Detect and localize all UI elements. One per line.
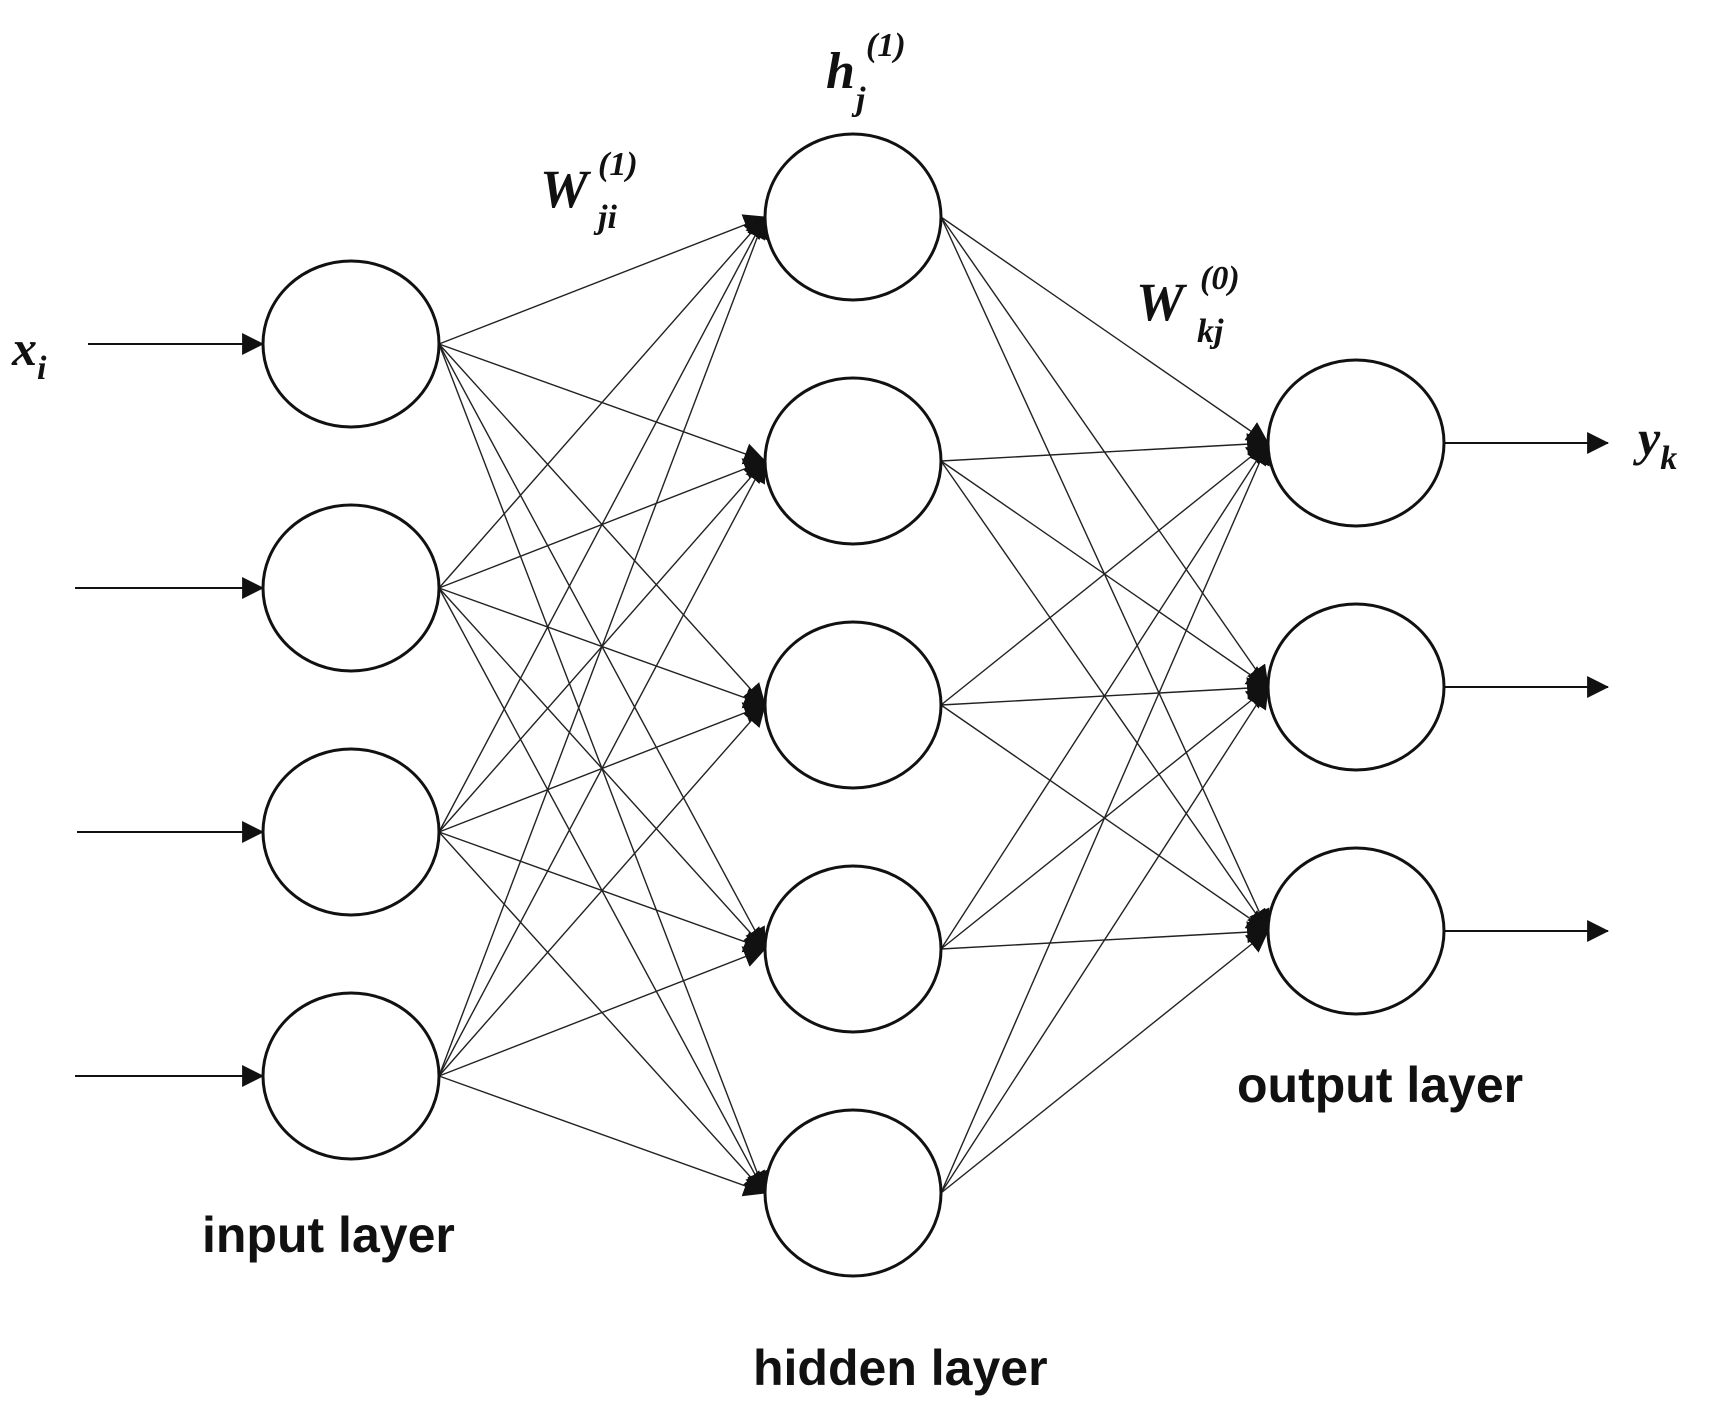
input-node-2 [261,503,441,673]
input-hidden-edge-2-1 [438,216,766,589]
hidden-output-edge-5-2 [940,686,1269,1194]
io-arrows [75,333,1610,1087]
hidden-output-edge-2-1 [940,433,1270,462]
nodes [261,132,1446,1278]
hidden-output-edge-5-1 [940,441,1270,1194]
input-node-4 [261,991,441,1161]
input-hidden-weight-superscript: (1) [598,146,638,183]
hidden-node-3 [763,620,943,790]
hidden-output-edge-4-1 [940,442,1269,950]
input-hidden-edge-4-3 [438,704,766,1077]
input-layer-label: input layer [202,1207,455,1263]
hidden-output-weight-subscript: kj [1197,313,1224,350]
input-hidden-edge-4-2 [438,460,766,1077]
hidden-node-4 [763,864,943,1034]
input-variable-label: xi [11,320,47,387]
output-node-3 [1266,846,1446,1016]
input-hidden-edge-4-4 [438,946,767,1077]
hidden-output-weight-label: W [1136,272,1188,332]
input-node-3 [261,747,441,917]
input-hidden-edge-4-5 [438,1075,767,1197]
hidden-node-1 [763,132,943,302]
hidden-output-weight-superscript: (0) [1200,260,1240,297]
hidden-node-2 [763,376,943,546]
input-hidden-edge-1-1 [438,214,767,345]
output-layer-label: output layer [1237,1057,1523,1113]
output-variable-label: yk [1633,410,1677,477]
input-hidden-edge-4-1 [438,215,768,1077]
hidden-unit-superscript: (1) [866,27,906,64]
input-hidden-weight-label: W [540,159,592,219]
input-hidden-connections [438,214,768,1197]
output-node-2 [1266,602,1446,772]
hidden-unit-label: h [826,43,855,100]
input-hidden-weight-subscript: ji [593,199,617,236]
hidden-node-5 [763,1108,943,1278]
input-node-1 [261,259,441,429]
hidden-layer-label: hidden layer [753,1340,1048,1396]
hidden-output-connections [940,216,1270,1194]
hidden-output-edge-1-1 [940,216,1269,444]
hidden-output-edge-5-3 [940,930,1269,1194]
input-hidden-edge-3-1 [438,216,766,833]
hidden-output-edge-3-1 [940,442,1269,706]
output-node-1 [1266,358,1446,528]
